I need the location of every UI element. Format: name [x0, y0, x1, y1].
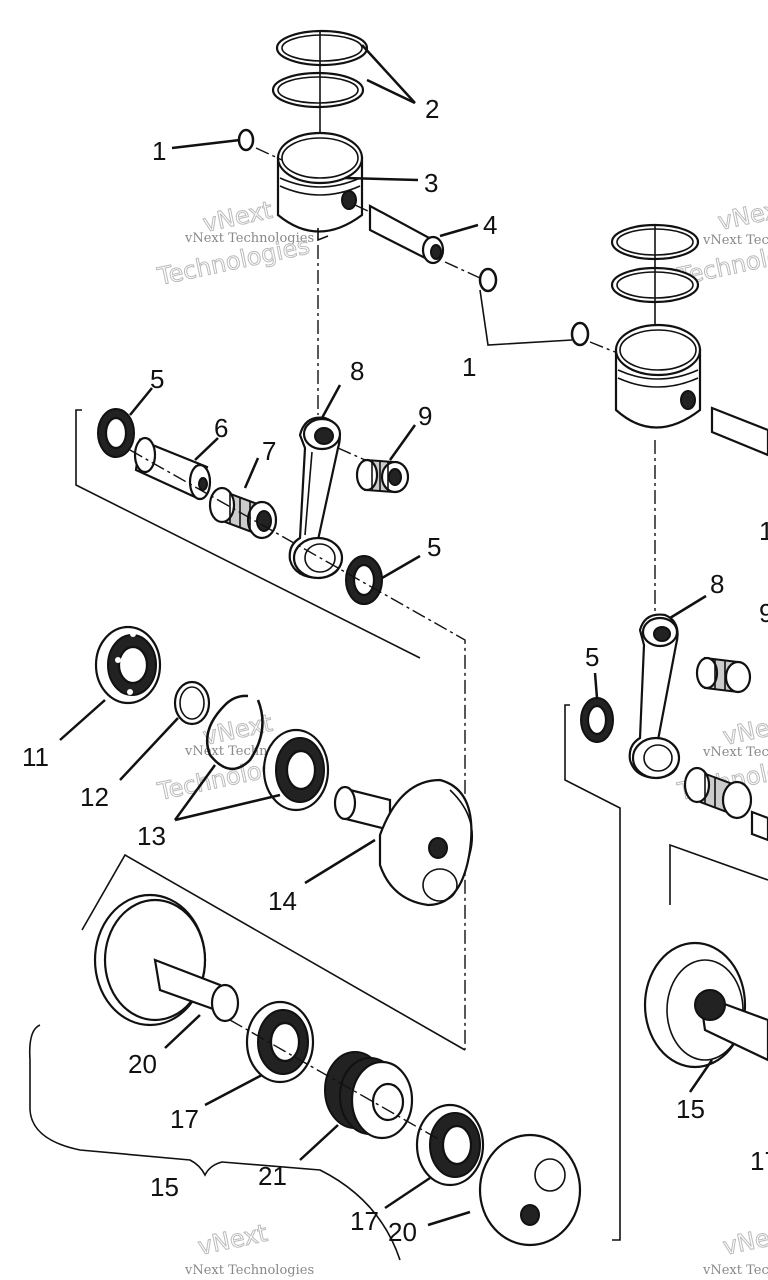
callout-6: 6 — [214, 413, 228, 443]
callout-5: 5 — [585, 642, 599, 672]
svg-text:vNext Technologies: vNext Technologies — [184, 1263, 314, 1278]
svg-text:vNext: vNext — [195, 1219, 269, 1261]
piston-rings-left — [271, 29, 369, 109]
callout-13: 13 — [137, 821, 166, 851]
leader-lines — [59, 44, 714, 1227]
circlip-right-a — [570, 321, 590, 347]
connecting-rod-right — [628, 613, 681, 780]
small-end-bearing-right — [695, 656, 752, 694]
callout-1: 1 — [462, 352, 476, 382]
circlip-left-a — [237, 128, 255, 152]
callout-9: 9 — [759, 598, 768, 628]
callout-8: 8 — [350, 356, 364, 386]
labyrinth-seal — [324, 1051, 414, 1140]
callout-5: 5 — [427, 532, 441, 562]
svg-text:vNext Technologies: vNext Technologies — [702, 745, 768, 760]
main-bearing-left-b — [262, 728, 330, 812]
callout-17: 17 — [350, 1206, 379, 1236]
callout-9: 9 — [418, 401, 432, 431]
callout-17: 17 — [750, 1146, 768, 1176]
crank-half-right — [643, 941, 768, 1069]
callout-12: 12 — [80, 782, 109, 812]
callout-15: 15 — [676, 1094, 705, 1124]
big-end-bearing-left — [208, 486, 278, 540]
small-end-bearing-left — [355, 458, 410, 494]
svg-text:vNext: vNext — [715, 194, 768, 236]
watermark-bottom-left: vNext vNext Technologies — [184, 1218, 314, 1278]
svg-text:vNext: vNext — [720, 1219, 768, 1261]
thrust-washer-right — [580, 697, 614, 743]
flywheel-left — [93, 893, 240, 1027]
callout-17: 17 — [170, 1104, 199, 1134]
callout-labels: 1 2 3 4 1 5 6 7 8 9 5 11 12 13 14 20 17 … — [22, 94, 768, 1247]
piston-right — [614, 323, 702, 429]
svg-text:vNext Technologies: vNext Technologies — [702, 1263, 768, 1278]
callout-15: 15 — [150, 1172, 179, 1202]
svg-text:vNext Technologies: vNext Technologies — [702, 233, 768, 248]
shim-ring-left — [173, 680, 211, 726]
piston-left — [276, 131, 364, 242]
callout-3: 3 — [424, 168, 438, 198]
crank-half-lower — [478, 1133, 582, 1247]
main-bearing-lower-a — [245, 1000, 315, 1084]
callout-21: 21 — [258, 1161, 287, 1191]
callout-14: 14 — [268, 886, 297, 916]
callout-2: 2 — [425, 94, 439, 124]
callout-20: 20 — [128, 1049, 157, 1079]
callout-11: 11 — [22, 742, 49, 772]
piston-pin-left — [368, 204, 445, 265]
circlip-left-b — [478, 267, 498, 293]
callout-5: 5 — [150, 364, 164, 394]
main-bearing-lower-b — [415, 1103, 485, 1187]
callout-4: 4 — [483, 210, 497, 240]
connecting-rod-left — [288, 416, 344, 580]
svg-text:vNext Technologies: vNext Technologies — [184, 231, 314, 246]
callout-1: 1 — [152, 136, 166, 166]
callout-20: 20 — [388, 1217, 417, 1247]
thrust-washer-left-b — [345, 555, 383, 605]
big-end-bearing-right — [683, 766, 753, 820]
callout-8: 8 — [710, 569, 724, 599]
thrust-washer-left-a — [97, 408, 135, 458]
main-bearing-left — [94, 625, 162, 705]
crank-half-left — [333, 778, 474, 907]
callout-7: 7 — [262, 436, 276, 466]
callout-1: 1 — [759, 516, 768, 546]
snap-ring-left — [205, 694, 264, 770]
watermark-bottom-right: vNext vNext Technologies — [702, 1218, 768, 1278]
crank-pin-left — [133, 436, 212, 501]
